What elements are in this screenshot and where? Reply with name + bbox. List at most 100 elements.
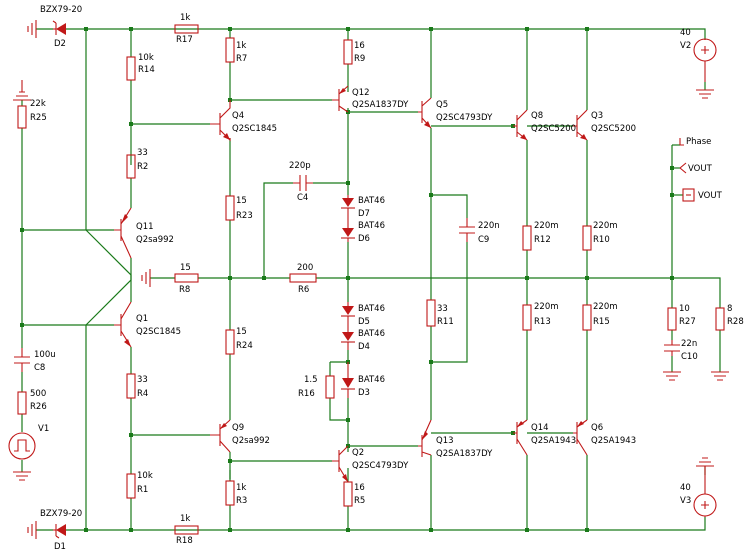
r18-ref: R18 [176, 536, 193, 546]
r3-ref: R3 [236, 496, 247, 506]
q12-symbol [332, 85, 349, 113]
c10-value: 22n [681, 339, 697, 349]
r24-body [225, 329, 235, 355]
q6-symbol [573, 419, 588, 456]
r14-ref: R14 [138, 65, 155, 75]
d5-ref: D5 [358, 317, 370, 327]
labels: BZX79-20 D2 BZX79-20 D1 1k R17 1k R18 10… [30, 5, 744, 552]
q13-ref: Q13 [436, 436, 454, 446]
d3-ref: D3 [358, 388, 370, 398]
r26-ref: R26 [30, 402, 47, 412]
r7-body [225, 37, 235, 63]
q14-value: Q2SA1943 [531, 436, 576, 446]
q1-ref: Q1 [136, 314, 148, 324]
bat46-diodes [341, 195, 355, 398]
q4-value: Q2SC1845 [232, 124, 277, 134]
q12-value: Q2SA1837DY [352, 100, 409, 110]
q3-ref: Q3 [591, 111, 603, 121]
r27-ref: R27 [679, 317, 696, 327]
v3-ref: V3 [680, 496, 691, 506]
d1-value: BZX79-20 [40, 509, 82, 519]
d2-ref: D2 [54, 39, 66, 49]
r9-value: 16 [354, 41, 365, 51]
d7-value: BAT46 [358, 196, 385, 206]
r27-value: 10 [679, 304, 690, 314]
r5-body [343, 481, 353, 507]
q9-ref: Q9 [232, 423, 244, 433]
r28-body [715, 307, 725, 331]
wires [21, 28, 721, 531]
r12-value: 220m [534, 221, 559, 231]
r11-ref: R11 [437, 317, 454, 327]
r7-value: 1k [236, 41, 246, 51]
phase-probe-label: Phase [686, 137, 711, 147]
r7-ref: R7 [236, 54, 247, 64]
r8-ref: R8 [179, 285, 190, 295]
r23-body [225, 195, 235, 221]
r24-value: 15 [236, 327, 247, 337]
r25-ref: R25 [30, 113, 47, 123]
c9-value: 220n [478, 221, 500, 231]
d6-value: BAT46 [358, 221, 385, 231]
d4-value: BAT46 [358, 329, 385, 339]
q9-value: Q2sa992 [232, 436, 270, 446]
r10-body [582, 225, 592, 251]
q8-ref: Q8 [531, 111, 543, 121]
q11-ref: Q11 [136, 222, 154, 232]
r11-value: 33 [437, 304, 448, 314]
c4-ref: C4 [297, 193, 308, 203]
r28-value: 8 [727, 304, 732, 314]
r6-ref: R6 [298, 285, 309, 295]
r10-ref: R10 [593, 235, 610, 245]
v2-value: 40 [680, 28, 691, 38]
q3-symbol [573, 109, 588, 141]
r2-value: 33 [137, 148, 148, 158]
q13-value: Q2SA1837DY [436, 449, 493, 459]
q14-symbol [513, 419, 528, 456]
r8-value: 15 [180, 263, 191, 273]
transistors [114, 85, 588, 483]
sources [8, 38, 717, 517]
d7-ref: D7 [358, 209, 370, 219]
q1-symbol [114, 301, 132, 348]
r9-ref: R9 [354, 54, 365, 64]
q3-value: Q2SC5200 [591, 124, 636, 134]
r26-value: 500 [30, 389, 46, 399]
r3-body [225, 480, 235, 506]
v1-ref: V1 [38, 424, 49, 434]
capacitors [14, 175, 680, 372]
q8-value: Q2SC5200 [531, 124, 576, 134]
r3-value: 1k [236, 483, 246, 493]
q5-symbol [418, 97, 432, 129]
r14-body [126, 56, 136, 81]
r15-ref: R15 [593, 317, 610, 327]
r28-ref: R28 [727, 317, 744, 327]
r12-body [522, 225, 532, 251]
r27-body [667, 307, 677, 331]
q6-ref: Q6 [591, 423, 603, 433]
q4-symbol [210, 100, 231, 142]
r9-body [343, 39, 353, 65]
r6-body [289, 273, 317, 283]
r11-body [426, 299, 436, 327]
q5-value: Q2SC4793DY [436, 113, 493, 123]
r4-ref: R4 [137, 389, 148, 399]
d3-value: BAT46 [358, 375, 385, 385]
q8-symbol [513, 109, 528, 141]
r17-body [174, 24, 199, 34]
r25-value: 22k [30, 99, 46, 109]
r10-value: 220m [593, 221, 618, 231]
r23-value: 15 [236, 196, 247, 206]
vout-probe-label: VOUT [688, 164, 713, 174]
r12-ref: R12 [534, 235, 551, 245]
c4-value: 220p [289, 161, 311, 171]
r17-ref: R17 [176, 35, 193, 45]
r8-body [174, 273, 199, 283]
q9-symbol [210, 419, 231, 453]
q11-symbol [114, 207, 132, 259]
q1-value: Q2SC1845 [136, 327, 181, 337]
r16-body [325, 375, 335, 399]
junctions [20, 27, 674, 532]
r1-body [126, 473, 136, 499]
ground-symbols [13, 20, 729, 539]
